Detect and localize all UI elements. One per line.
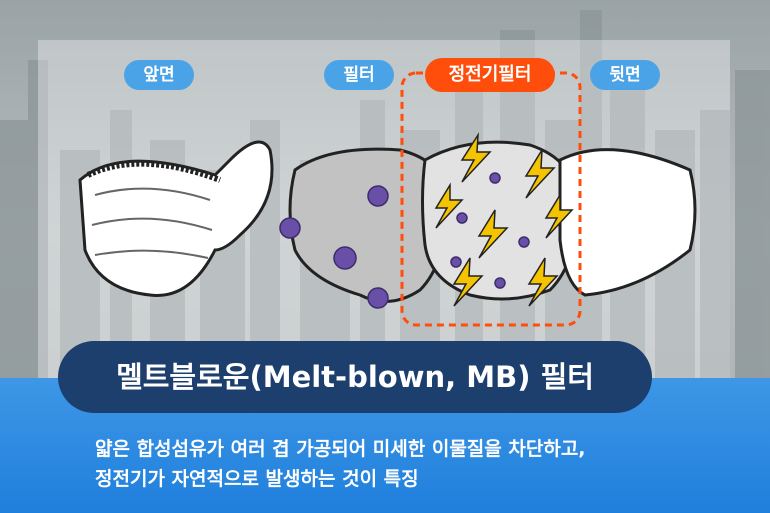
virus-icon [367,185,389,207]
lightning-icon [544,192,574,239]
description-line-1: 얇은 합성섬유가 여러 겹 가공되어 미세한 이물질을 차단하고, [95,438,586,460]
label-back: 뒷면 [590,60,660,90]
lightning-icon [524,149,556,199]
virus-icon [518,236,530,248]
lightning-icon [460,132,492,183]
virus-icon [333,246,357,270]
page-title: 멜트블로운(Melt-blown, MB) 필터 [58,341,652,413]
lightning-icon [434,182,464,229]
label-front: 앞면 [124,60,194,90]
virus-icon [279,217,301,239]
description-line-2: 정전기가 자연적으로 발생하는 것이 특징 [95,468,419,490]
lightning-icon [452,257,484,307]
virus-icon [489,172,501,184]
virus-icon [367,287,389,309]
lightning-icon [527,257,559,307]
virus-icon [494,277,506,289]
lightning-icon [477,209,509,259]
filter-layer-icon [288,147,448,303]
mask-icon [78,140,274,297]
label-filter: 필터 [324,60,394,90]
virus-icon [450,256,462,268]
back-layer-icon [558,148,697,297]
label-electrostatic-filter: 정전기필터 [425,58,555,92]
virus-icon [456,212,468,224]
